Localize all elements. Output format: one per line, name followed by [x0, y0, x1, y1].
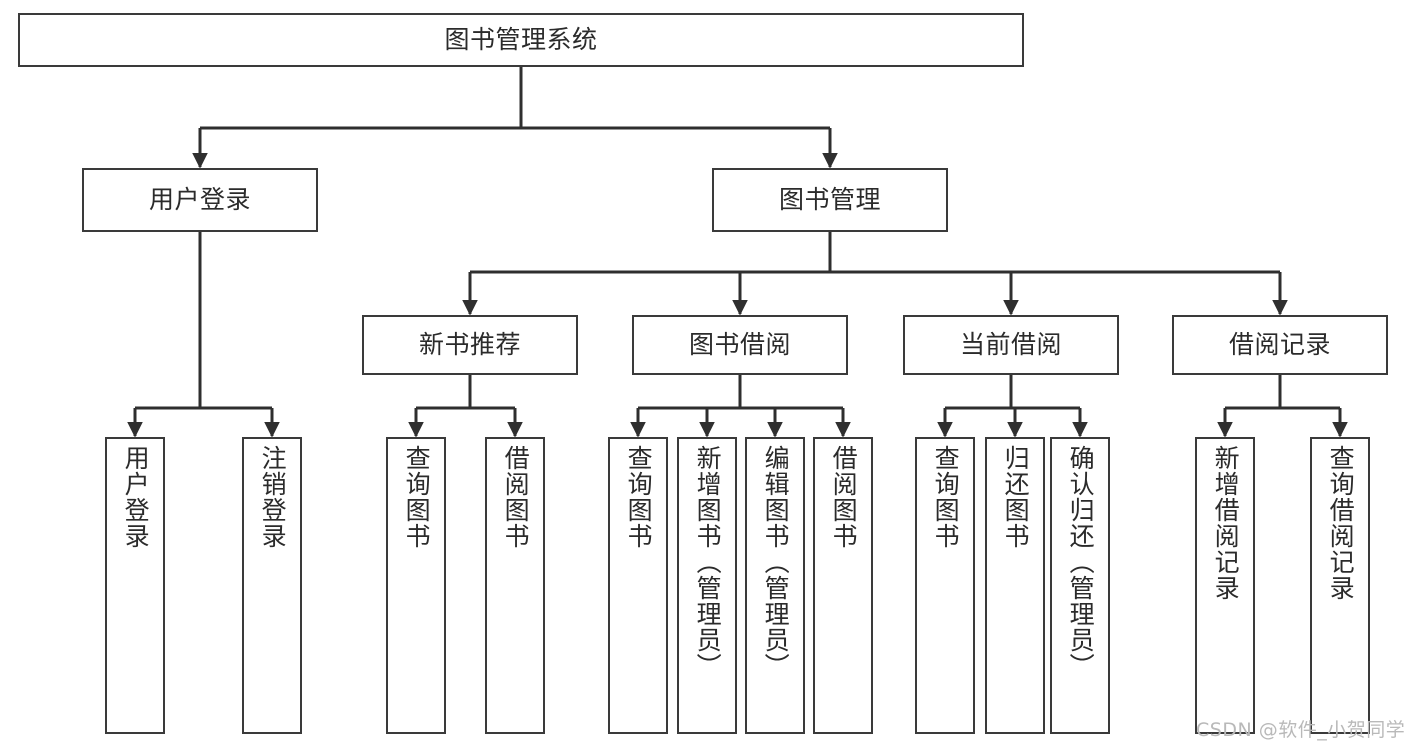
node-leaf-add-record[interactable]: 新增借阅记录	[1195, 437, 1255, 734]
node-leaf-borrow-book-rec[interactable]: 借阅图书	[485, 437, 545, 734]
node-leaf-add-book[interactable]: 新增图书（管理员）	[677, 437, 737, 734]
node-leaf-query-book-rec[interactable]: 查询图书	[386, 437, 446, 734]
csdn-watermark: CSDN @软件_小贺同学	[1196, 719, 1405, 741]
node-user-login[interactable]: 用户登录	[82, 168, 318, 232]
node-leaf-logout[interactable]: 注销登录	[242, 437, 302, 734]
node-label: 新书推荐	[418, 330, 521, 359]
node-leaf-query-book-cur[interactable]: 查询图书	[915, 437, 975, 734]
node-root[interactable]: 图书管理系统	[18, 13, 1024, 67]
node-label: 查询图书	[402, 445, 432, 549]
node-leaf-confirm-return[interactable]: 确认归还（管理员）	[1050, 437, 1110, 734]
node-label: 借阅图书	[501, 445, 531, 549]
node-label: 当前借阅	[959, 330, 1062, 359]
node-leaf-user-login[interactable]: 用户登录	[105, 437, 165, 734]
node-leaf-query-book-borrow[interactable]: 查询图书	[608, 437, 668, 734]
node-label: 新增借阅记录	[1211, 445, 1241, 601]
node-label: 查询图书	[624, 445, 654, 549]
node-leaf-borrow-book[interactable]: 借阅图书	[813, 437, 873, 734]
node-current-borrow[interactable]: 当前借阅	[903, 315, 1119, 375]
node-label: 注销登录	[258, 445, 288, 549]
node-book-manage[interactable]: 图书管理	[712, 168, 948, 232]
node-label: 查询借阅记录	[1326, 445, 1356, 601]
node-label: 借阅记录	[1228, 330, 1331, 359]
node-leaf-return-book[interactable]: 归还图书	[985, 437, 1045, 734]
node-leaf-query-record[interactable]: 查询借阅记录	[1310, 437, 1370, 734]
node-borrow-records[interactable]: 借阅记录	[1172, 315, 1388, 375]
node-label: 归还图书	[1001, 445, 1031, 549]
node-label: 用户登录	[148, 185, 251, 214]
node-label: 用户登录	[121, 445, 151, 549]
node-label: 图书管理系统	[444, 25, 598, 54]
node-label: 确认归还（管理员）	[1066, 445, 1096, 679]
node-label: 图书借阅	[688, 330, 791, 359]
node-label: 新增图书（管理员）	[693, 445, 723, 679]
node-label: 图书管理	[778, 185, 881, 214]
node-label: 编辑图书（管理员）	[761, 445, 791, 679]
node-label: 借阅图书	[829, 445, 859, 549]
node-label: 查询图书	[931, 445, 961, 549]
node-leaf-edit-book[interactable]: 编辑图书（管理员）	[745, 437, 805, 734]
node-new-book-recommend[interactable]: 新书推荐	[362, 315, 578, 375]
node-book-borrow[interactable]: 图书借阅	[632, 315, 848, 375]
